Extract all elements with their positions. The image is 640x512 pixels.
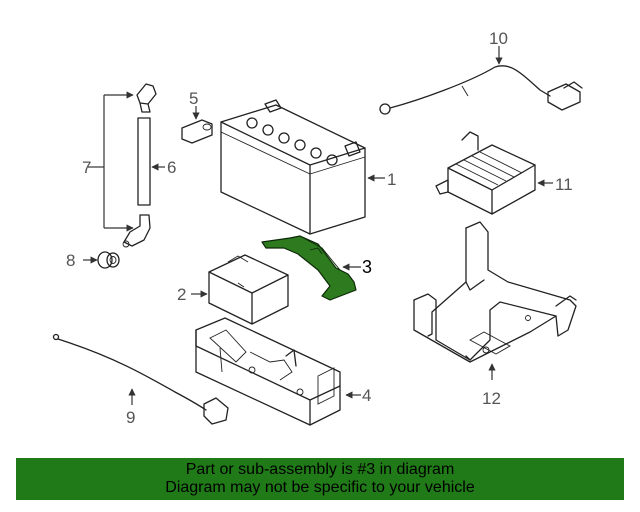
callout-2: 2 — [177, 285, 186, 304]
battery-cable-part[interactable] — [379, 65, 583, 115]
banner-line-2: Diagram may not be specific to your vehi… — [165, 479, 475, 496]
cable-part[interactable] — [52, 333, 229, 425]
insulator-part[interactable] — [208, 254, 289, 325]
fitment-notice-banner: Part or sub-assembly is #3 in diagram Di… — [16, 458, 624, 500]
callout-7: 7 — [82, 158, 91, 177]
grommet-part[interactable] — [97, 251, 120, 269]
terminal-cover-part[interactable] — [181, 119, 213, 144]
vent-hose-assembly[interactable] — [122, 83, 157, 248]
support-frame-part[interactable] — [413, 221, 577, 363]
battery-tray-part[interactable] — [195, 317, 341, 426]
callout-10: 10 — [489, 29, 508, 48]
callout-1: 1 — [387, 170, 396, 189]
callout-9: 9 — [126, 408, 135, 427]
callout-3: 3 — [362, 257, 372, 277]
callout-11: 11 — [555, 175, 573, 194]
callout-7-bracket — [88, 91, 134, 232]
callout-5: 5 — [189, 89, 198, 108]
callout-4: 4 — [362, 386, 371, 405]
hold-down-bracket-part[interactable] — [261, 235, 357, 301]
control-module-part[interactable] — [435, 131, 536, 215]
battery-part[interactable] — [220, 99, 366, 235]
callout-8: 8 — [66, 251, 75, 270]
callout-6: 6 — [167, 158, 176, 177]
banner-line-1: Part or sub-assembly is #3 in diagram — [185, 461, 455, 478]
callout-12: 12 — [482, 389, 501, 408]
